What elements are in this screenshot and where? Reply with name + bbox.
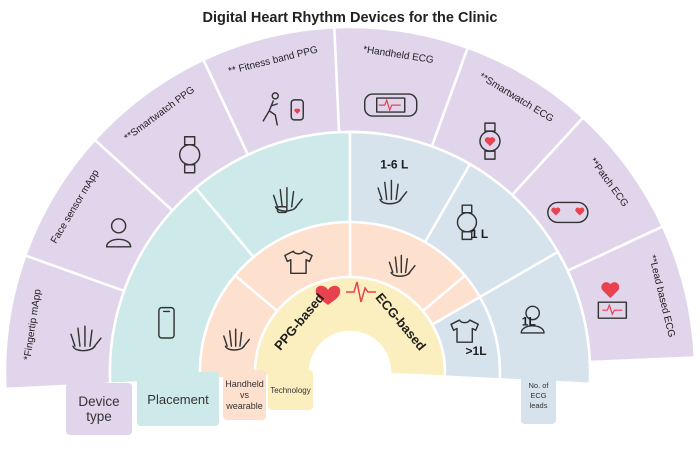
patch-icon xyxy=(547,201,589,224)
legend-device-type-label: Device type xyxy=(78,394,120,424)
handheld-ecg-icon xyxy=(364,93,418,117)
legend-technology: Technology xyxy=(268,370,313,410)
ecg-trace-icon xyxy=(346,281,376,303)
face-profile-icon xyxy=(105,218,132,248)
finger-tap-icon xyxy=(70,325,102,352)
legend-placement: Placement xyxy=(137,372,219,426)
wrist-watch-icon xyxy=(456,204,478,241)
lead-ecg-icon xyxy=(597,282,628,319)
fingers-icon xyxy=(377,179,408,205)
icon-layer xyxy=(70,92,628,352)
legend-ecg-leads-label: No. of ECG leads xyxy=(528,381,549,410)
legend-handheld: Handheld vs wearable xyxy=(223,370,266,420)
lead-count-label: >1L xyxy=(466,344,487,358)
hand-icon xyxy=(388,254,416,277)
runner-band-icon xyxy=(262,92,304,126)
watch-heart-icon xyxy=(479,122,501,160)
legend-technology-label: Technology xyxy=(270,385,311,395)
ecg-lead-segment xyxy=(478,250,592,386)
shirt-icon xyxy=(450,319,479,343)
technology-segment xyxy=(253,275,447,378)
legend-placement-label: Placement xyxy=(147,391,209,407)
heart-icon xyxy=(315,285,341,305)
page-title: Digital Heart Rhythm Devices for the Cli… xyxy=(202,10,498,26)
legend-ecg-leads: No. of ECG leads xyxy=(521,368,556,424)
hand-icon xyxy=(223,328,250,351)
watch-icon xyxy=(178,136,201,174)
lead-count-label: 1 L xyxy=(471,227,488,241)
hand-watch-icon xyxy=(272,187,303,214)
shirt-icon xyxy=(284,250,313,275)
person-icon xyxy=(520,305,545,334)
ecg-lead-segment xyxy=(423,162,560,299)
lead-count-label: 1L xyxy=(522,315,536,329)
lead-count-label: 1-6 L xyxy=(380,158,408,172)
ring-segments xyxy=(3,25,696,391)
legend-handheld-label: Handheld vs wearable xyxy=(225,378,264,411)
legend-device-type: Device type xyxy=(66,383,132,435)
smartphone-icon xyxy=(158,306,175,339)
